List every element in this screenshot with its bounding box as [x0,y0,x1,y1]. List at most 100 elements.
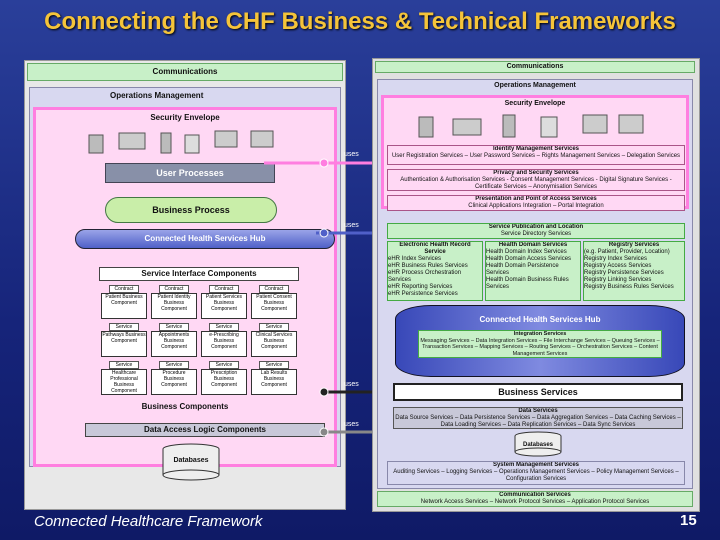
uses-label-4: uses [344,421,359,428]
uses-node-1 [319,158,329,168]
component-name: Clinical Services Business Component [251,331,297,357]
business-components-label: Business Components [141,402,229,411]
business-services-label: Business Services [498,387,578,397]
right-monitor-device-icon [618,114,644,134]
uses-node-4 [319,427,329,437]
laptop-device-icon [118,132,146,150]
component-name: Patient Consent Business Component [251,293,297,319]
tablet-device-icon [184,134,200,154]
registry-item: (e.g. Patient, Provider, Location) [584,249,670,255]
business-services-box: Business Services [393,383,683,401]
identity-title: Identity Management Services [492,146,580,152]
health-domain-item: Health Domain Business Rules Services [486,277,569,290]
devices-icons [88,130,274,154]
identity-text: User Registration Services – User Passwo… [391,153,681,159]
contract-tag: Contract [259,285,289,293]
component-name: Pathways Business Component [101,331,147,357]
uses-node-2 [319,228,329,238]
devices-illustration [85,127,285,157]
contract-tag: Service [159,361,189,369]
health-domain-item: Health Domain Access Services [486,256,572,262]
right-communications-label: Communications [506,63,564,70]
left-communications-label: Communications [152,67,218,76]
ehr-item: eHR Process Orchestration Services [388,270,462,283]
contract-tag: Service [259,361,289,369]
business-process-box: Business Process [105,197,277,223]
contract-tag: Contract [109,285,139,293]
contract-tag: Service [209,361,239,369]
publication-title: Service Publication and Location [488,224,584,230]
right-tablet-device-icon [540,116,558,138]
ehr-item: eHR Index Services [388,256,442,262]
left-database-icon [162,443,220,481]
contract-tag: Service [109,361,139,369]
registry-item: Registry Index Services [584,256,648,262]
left-security-label: Security Envelope [150,113,220,122]
component-name: Procedure Business Component [151,369,197,395]
presentation-text: Clinical Applications Integration – Port… [468,203,604,209]
uses-node-3 [319,387,329,397]
component-name: Patient Business Component [101,293,147,319]
right-security-label: Security Envelope [504,100,566,107]
integration-services-box: Integration Services Messaging Services … [418,330,662,358]
privacy-title: Privacy and Security Services [493,170,579,176]
presentation-box: Presentation and Point of Access Service… [387,195,685,211]
registry-item: Registry Access Services [584,263,652,269]
data-services-box: Data Services Data Source Services – Dat… [393,407,683,429]
publication-text: Service Directory Services [500,231,572,237]
health-domain-title: Health Domain Services [498,242,568,248]
registry-item: Registry Linking Services [584,277,652,283]
right-desktop-device-icon [582,114,608,134]
health-domain-item: Health Domain Persistence Services [486,263,559,276]
business-components-label-box: Business Components [105,401,265,413]
system-mgmt-title: System Management Services [492,462,580,468]
ehr-item: eHR Business Rules Services [388,263,468,269]
contract-tag: Service [109,323,139,331]
uses-label-2: uses [344,222,359,229]
uses-label-3: uses [344,381,359,388]
right-databases-label: Databases [522,442,554,448]
user-processes-box: User Processes [105,163,275,183]
integration-title: Integration Services [513,331,567,337]
right-pda-device-icon [418,116,434,138]
slide-title: Connecting the CHF Business & Technical … [44,8,676,35]
service-interface-box: Service Interface Components [99,267,299,281]
contract-tag: Service [159,323,189,331]
health-domain-box: Health Domain Services Health Domain Ind… [485,241,581,301]
data-access-box: Data Access Logic Components [85,423,325,437]
registry-item: Registry Business Rules Services [584,284,674,290]
left-hub-cylinder: Connected Health Services Hub [75,229,335,249]
right-databases: Databases [513,431,563,457]
component-name: Prescription Business Component [201,369,247,395]
left-databases-label: Databases [173,457,209,464]
right-operations-label: Operations Management [494,82,576,89]
presentation-title: Presentation and Point of Access Service… [475,196,597,202]
communication-services-box: Communication Services Network Access Se… [377,491,693,507]
right-laptop-device-icon [452,118,482,136]
privacy-security-box: Privacy and Security Services Authentica… [387,169,685,191]
contract-tag: Contract [209,285,239,293]
component-name: Healthcare Professional Business Compone… [101,369,147,395]
service-interface-label: Service Interface Components [141,269,257,278]
desktop-device-icon [214,130,238,148]
comm-services-text: Network Access Services – Network Protoc… [420,499,650,505]
business-process-label: Business Process [152,205,230,215]
page-number: 15 [680,512,697,529]
service-publication-box: Service Publication and Location Service… [387,223,685,239]
business-framework-panel: Communications Operations Management Sec… [24,60,346,510]
right-devices-icons [418,114,644,138]
data-access-label: Data Access Logic Components [144,425,266,434]
system-mgmt-text: Auditing Services – Logging Services – O… [393,469,679,482]
registry-item: Registry Persistence Services [584,270,664,276]
right-hub-label: Connected Health Services Hub [479,315,601,324]
right-hub-cylinder: Connected Health Services Hub Integratio… [395,305,685,377]
